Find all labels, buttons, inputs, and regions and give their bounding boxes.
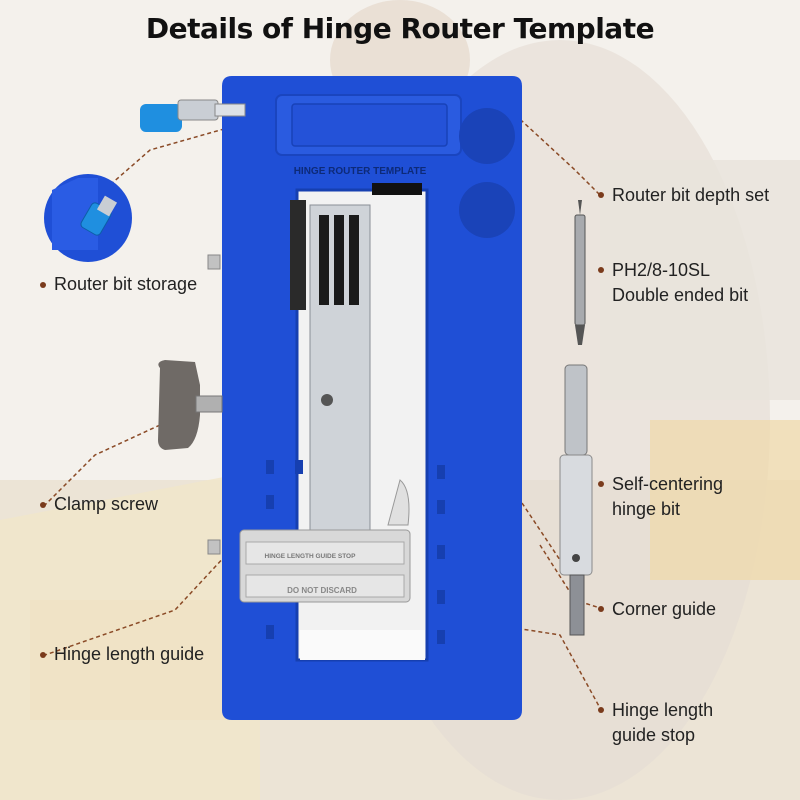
label-guide-stop-line1: Hinge length	[612, 700, 714, 720]
label-hinge-length-guide: Hinge length guide	[54, 644, 205, 664]
template-printed-label: HINGE ROUTER TEMPLATE	[294, 166, 427, 177]
label-corner-guide: Corner guide	[612, 599, 717, 619]
label-router-bit-depth-set: Router bit depth set	[612, 185, 770, 205]
side-pin-top	[207, 254, 221, 270]
router-bit-storage-zoom	[44, 174, 132, 262]
self-centering-hinge-bit	[559, 364, 593, 636]
router-bit	[140, 99, 246, 132]
label-clamp-screw: Clamp screw	[54, 494, 159, 514]
guide-stop-warning-label: DO NOT DISCARD	[287, 586, 357, 595]
label-self-centering-bit: Self-centering hinge bit	[612, 472, 723, 522]
side-pin-bottom	[207, 539, 221, 555]
label-dots	[40, 192, 604, 713]
label-guide-stop-line2: guide stop	[612, 725, 696, 745]
hinge-router-template: HINGE ROUTER TEMPLATE	[222, 76, 522, 720]
label-double-ended-bit: PH2/8-10SL Double ended bit	[612, 258, 748, 308]
label-guide-stop: Hinge length guide stop	[612, 698, 713, 748]
label-router-bit-storage: Router bit storage	[54, 274, 198, 294]
label-self-centering-line2: hinge bit	[612, 499, 681, 519]
guide-stop-printed-label: HINGE LENGTH GUIDE STOP	[265, 553, 357, 560]
label-self-centering-line1: Self-centering	[612, 474, 724, 494]
page-title: Details of Hinge Router Template	[145, 12, 655, 45]
hinge-blank	[290, 183, 422, 536]
label-double-ended-bit-line2: Double ended bit	[612, 285, 749, 305]
clamp-screw	[158, 360, 223, 450]
label-double-ended-bit-line1: PH2/8-10SL	[612, 260, 711, 280]
hinge-length-guide-stop: HINGE LENGTH GUIDE STOP DO NOT DISCARD	[239, 529, 411, 603]
double-ended-bit	[574, 200, 586, 345]
